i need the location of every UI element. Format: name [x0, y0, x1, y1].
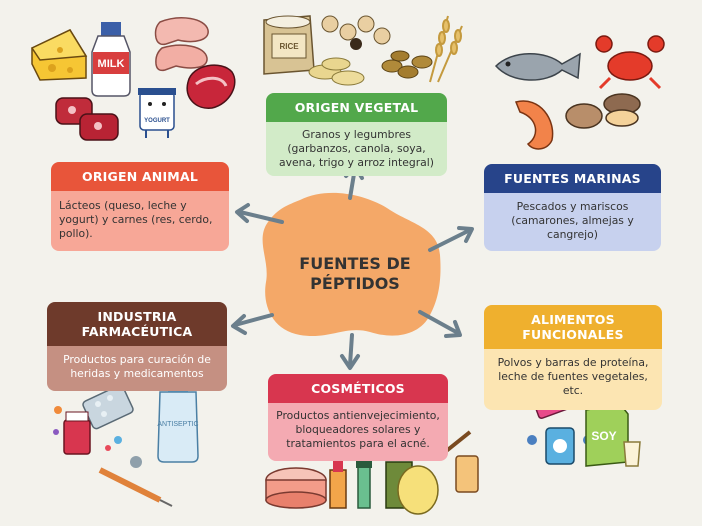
milk-bottle-icon [91, 22, 131, 97]
arrow-to-marinas [428, 228, 472, 252]
milk-glass-icon [623, 441, 641, 467]
card-title: COSMÉTICOS [268, 374, 448, 403]
antiseptic-label: ANTISEPTIC [157, 421, 198, 428]
card-text: Polvos y barras de proteína, leche de fu… [484, 349, 662, 410]
soy-label: SOY [591, 429, 616, 443]
center-title: FUENTES DE PÉPTIDOS [290, 254, 420, 294]
pill-blister-icon [82, 384, 134, 430]
serum-tube-icon [356, 460, 372, 509]
chicken-drumsticks-icon [154, 17, 209, 72]
card-origen-animal: ORIGEN ANIMAL Lácteos (queso, leche y yo… [51, 162, 229, 251]
wheat-icon [429, 15, 463, 83]
arrowhead-cosmeticos [340, 354, 360, 370]
card-text: Productos antienvejecimiento, bloqueador… [268, 403, 448, 461]
card-title: ORIGEN ANIMAL [51, 162, 229, 191]
protein-powder-icon [527, 427, 593, 465]
arrowhead-animal [235, 203, 250, 223]
card-text: Lácteos (queso, leche y yogurt) y carnes… [51, 191, 229, 251]
center-blob [262, 192, 441, 337]
cheese-icon [30, 29, 88, 81]
cream-jar-icon [265, 467, 327, 509]
card-text: Productos para curación de heridas y med… [47, 346, 227, 391]
arrowhead-funcionales [444, 320, 462, 338]
card-cosmeticos: COSMÉTICOS Productos antienvejecimiento,… [268, 374, 448, 461]
arrowhead-farmaceutica [231, 314, 247, 335]
card-alimentos-funcionales: ALIMENTOS FUNCIONALES Polvos y barras de… [484, 305, 662, 410]
card-industria-farmaceutica: INDUSTRIA FARMACÉUTICA Productos para cu… [47, 302, 227, 391]
medicine-bottle-icon [63, 411, 91, 455]
rice-label: RICE [279, 42, 299, 51]
rice-sack-icon [263, 15, 315, 75]
milk-label: MILK [98, 58, 125, 70]
syringe-icon [98, 456, 173, 507]
card-title: ORIGEN VEGETAL [266, 93, 447, 122]
oat-flakes-icon [308, 57, 365, 86]
crab-icon [595, 35, 665, 90]
card-title: INDUSTRIA FARMACÉUTICA [47, 302, 227, 346]
shrimp-icon [514, 100, 554, 150]
soybeans-icon [381, 50, 433, 79]
arrow-to-animal [238, 210, 284, 224]
clams-icon [565, 93, 641, 129]
card-fuentes-marinas: FUENTES MARINAS Pescados y mariscos (cam… [484, 164, 661, 251]
card-text: Granos y legumbres (garbanzos, canola, s… [266, 122, 447, 176]
yogurt-label: YOGURT [144, 118, 170, 124]
yogurt-icon [138, 88, 176, 138]
lipstick-icon [329, 458, 347, 509]
pork-meat-icon [55, 97, 119, 141]
center-title-line2: PÉPTIDOS [310, 274, 400, 293]
arrow-to-cosmeticos [348, 333, 354, 367]
card-text: Pescados y mariscos (camarones, almejas … [484, 193, 661, 251]
arrow-to-funcionales [418, 310, 460, 335]
arrowhead-marinas [457, 226, 474, 243]
card-title: FUENTES MARINAS [484, 164, 661, 193]
chickpeas-icon [321, 15, 391, 50]
pills-icon [53, 406, 122, 451]
card-origen-vegetal: ORIGEN VEGETAL Granos y legumbres (garba… [266, 93, 447, 176]
steak-icon [186, 64, 236, 109]
face-mask-icon [385, 461, 439, 515]
fish-icon [494, 52, 581, 81]
arrow-to-farmaceutica [233, 313, 274, 327]
card-title: ALIMENTOS FUNCIONALES [484, 305, 662, 349]
center-title-line1: FUENTES DE [299, 254, 411, 273]
